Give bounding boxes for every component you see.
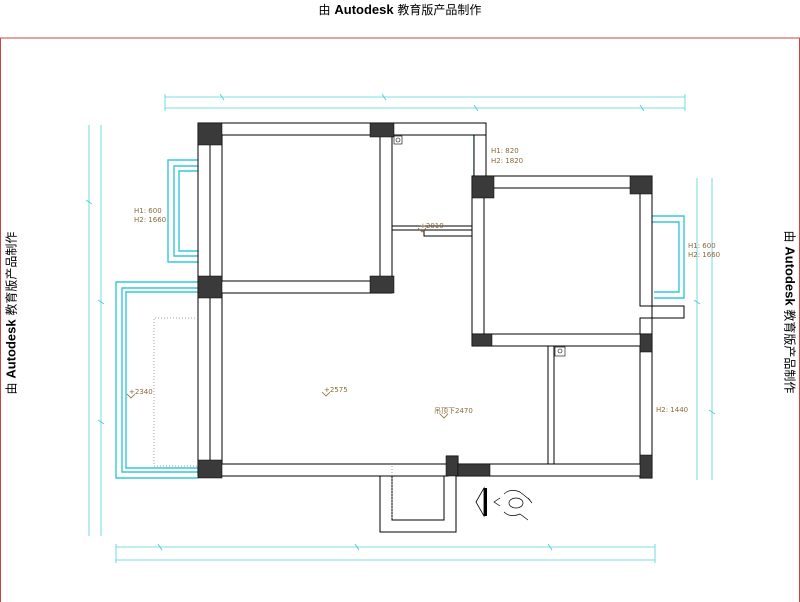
annotation-window-right-h2: H2: 1660 [688,251,720,259]
watermark-prefix: 由 [318,3,335,17]
annotation-ceiling-passage: +2010 [420,222,444,230]
annotation-window-top-h1: H1: 820 [491,147,519,155]
level-markers [126,227,449,419]
annotation-window-left-h1: H1: 600 [134,207,162,215]
dimension-lines [88,94,713,563]
entry-arrow-icon [475,486,487,518]
annotation-living-level: +2575 [324,386,348,394]
annotation-balcony-level: +2340 [129,388,153,396]
watermark-brand: Autodesk [334,2,394,17]
annotation-window-left-h2: H2: 1660 [134,216,166,224]
annotation-ceiling-drop: 吊顶下2470 [434,407,473,415]
watermark-suffix: 教育版产品制作 [393,3,482,17]
walls [197,122,685,479]
dimension-ticks [85,93,716,551]
balcony-outline [153,317,393,520]
watermark-top: 由 Autodesk 教育版产品制作 [0,1,800,18]
structural-columns [197,122,653,479]
annotation-window-right-h1: H1: 600 [688,242,716,250]
person-figure-icon [493,490,533,521]
annotation-window-top-h2: H2: 1820 [491,157,523,165]
annotation-window-right-lower-h2: H2: 1440 [656,406,688,414]
fixtures [393,135,566,357]
